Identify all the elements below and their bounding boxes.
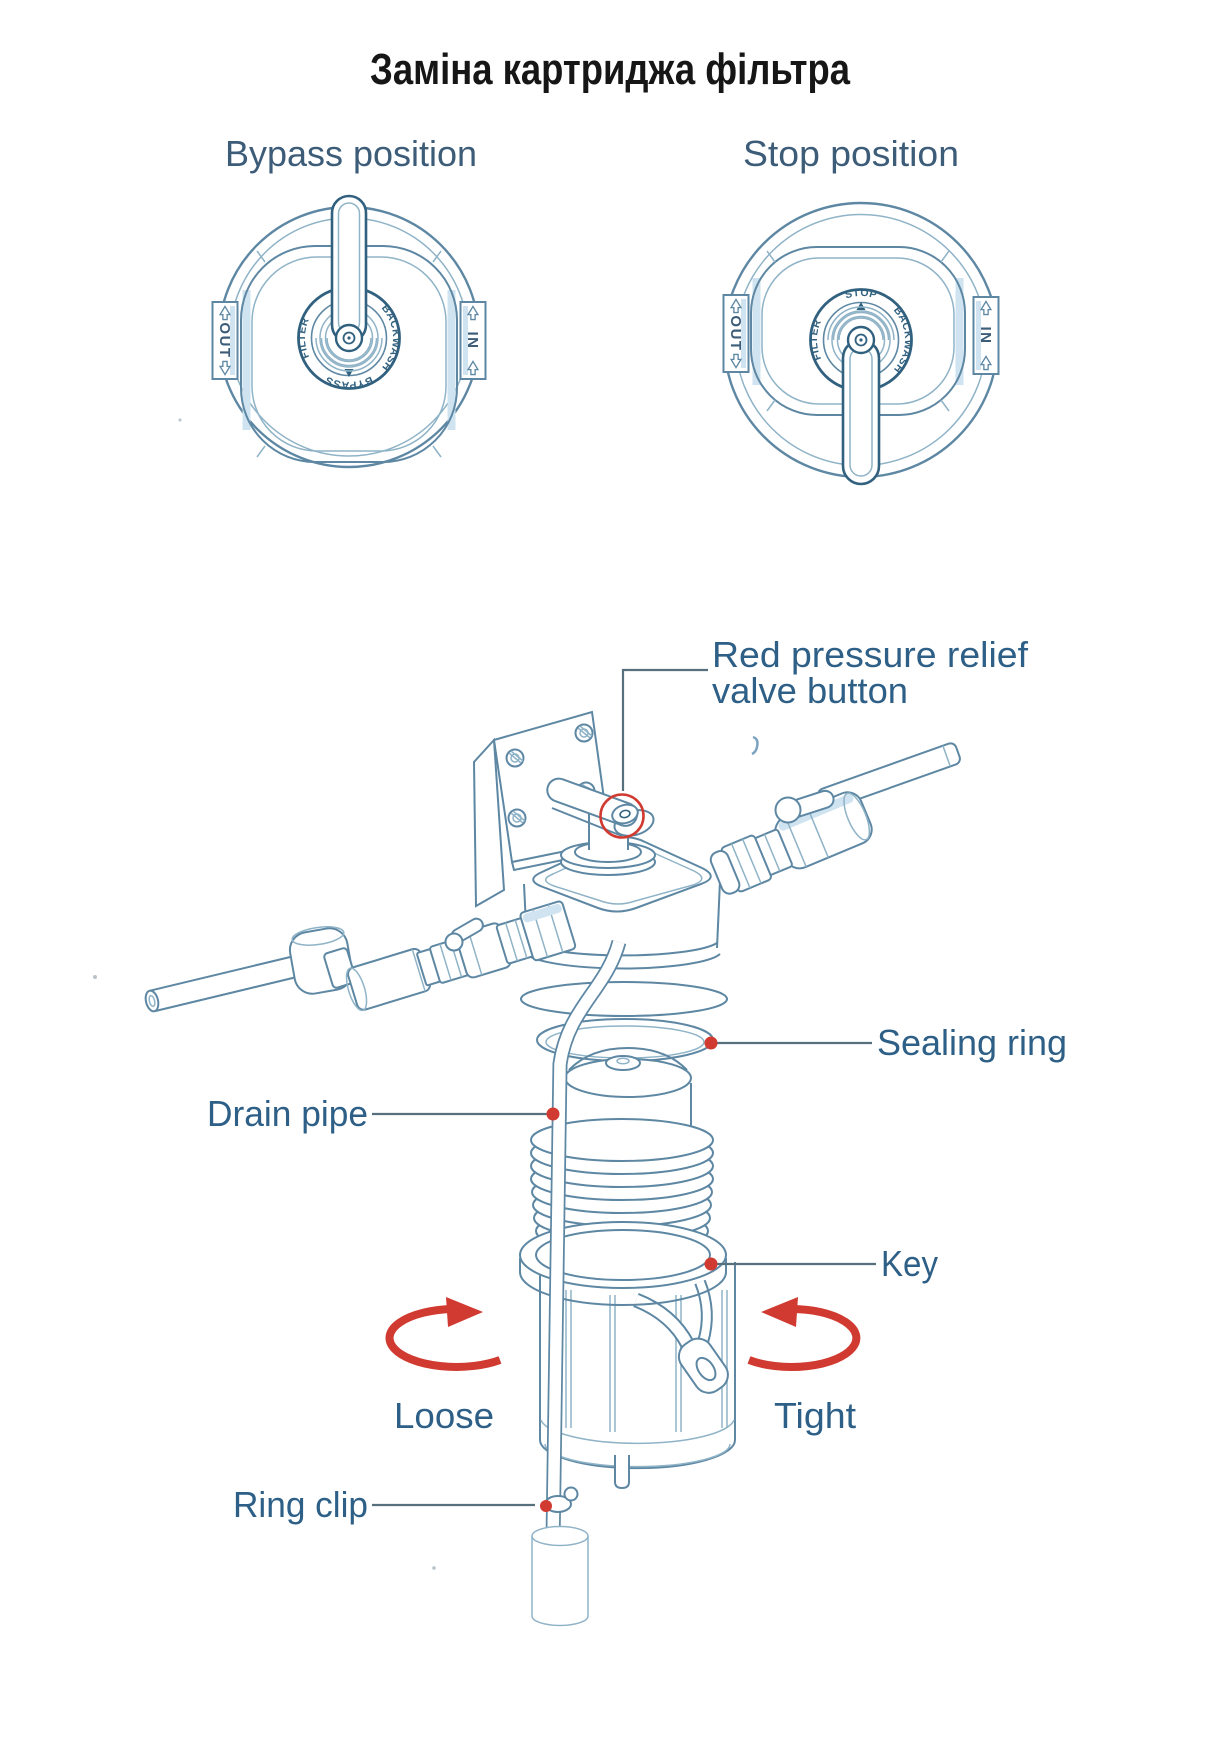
ring-clip — [540, 1486, 579, 1513]
wrench-handle — [633, 1279, 729, 1394]
port-in: IN — [972, 296, 1000, 375]
label-key: Key — [881, 1243, 938, 1284]
callout-drain-pipe: Drain pipe — [207, 1093, 560, 1134]
label-loose: Loose — [394, 1395, 494, 1436]
label-sealing-ring: Sealing ring — [877, 1022, 1067, 1063]
drain-pipe — [545, 939, 627, 1543]
label-ring-clip: Ring clip — [233, 1484, 368, 1525]
pipe-left-port-nut — [519, 900, 577, 962]
hub-word-filter: FILTER — [808, 318, 824, 362]
callout-ring-clip: Ring clip — [233, 1484, 535, 1525]
weight-cylinder — [531, 1525, 589, 1627]
callout-sealing-ring: Sealing ring — [704, 1022, 1067, 1063]
filter-assembly: Red pressure relief valve button Sealing… — [144, 634, 1067, 1627]
port-in-label: IN — [977, 327, 994, 345]
hub-word-filter: FILTER — [296, 316, 312, 360]
port-out-label: OUT — [727, 315, 744, 351]
bowl-nub — [614, 1455, 630, 1490]
label-relief-line1: Red pressure relief — [712, 634, 1029, 675]
pipe-right-washer — [709, 850, 741, 895]
pipe-left — [144, 900, 577, 1013]
port-in: IN — [459, 301, 487, 380]
wrench-key — [519, 1221, 729, 1394]
rotation-arrow-loose: Loose — [385, 1297, 502, 1436]
dial-bypass: Bypass position OUT IN — [211, 133, 487, 469]
label-relief-line2: valve button — [712, 670, 908, 711]
label-drain-pipe: Drain pipe — [207, 1093, 368, 1134]
pipe-right-valve-lever — [774, 789, 835, 824]
dial-stop: Stop position OUT IN — [722, 133, 1000, 486]
pipe-left-tube — [144, 953, 309, 1013]
pipe-left-valve-lever — [444, 917, 484, 952]
hub-indicator — [856, 302, 866, 310]
relief-valve — [546, 777, 656, 876]
dial-stop-caption: Stop position — [743, 133, 959, 174]
pipe-right — [709, 742, 961, 895]
port-in-label: IN — [464, 332, 481, 350]
dial-bypass-caption: Bypass position — [225, 133, 477, 174]
rim-ticks — [766, 250, 950, 412]
callout-relief-valve: Red pressure relief valve button — [621, 634, 1029, 791]
label-tight: Tight — [774, 1395, 856, 1436]
callouts: Red pressure relief valve button Sealing… — [207, 634, 1067, 1525]
dial-handle — [827, 306, 895, 486]
red-circle-highlight — [599, 793, 645, 839]
port-out: OUT — [211, 301, 239, 380]
hub-word-bypass: BYPASS — [323, 374, 374, 392]
dial-handle — [315, 194, 383, 372]
rotation-arrow-tight: Tight — [747, 1297, 861, 1436]
port-out: OUT — [722, 294, 750, 373]
scan-specks — [93, 418, 759, 1570]
callout-key: Key — [704, 1243, 938, 1284]
port-out-label: OUT — [216, 322, 233, 358]
rim-ticks — [256, 250, 442, 458]
rotation-arrows: Loose Tight — [385, 1297, 861, 1436]
relief-button — [611, 803, 639, 825]
pipe-left-chain — [345, 900, 577, 1012]
page-title: Заміна картриджа фільтра — [370, 45, 850, 94]
